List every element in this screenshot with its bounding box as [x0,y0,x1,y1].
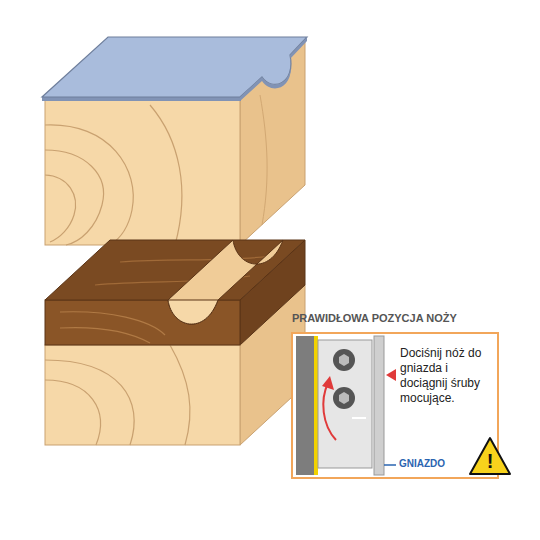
part-label: GNIAZDO [399,458,479,471]
instruction-text: Dociśnij nóż do gniazda i dociągnij śrub… [400,346,494,406]
warning-mark: ! [468,451,512,471]
callout-heading: PRAWIDŁOWA POZYCJA NOŻY [292,312,500,326]
warning-triangle: ! [468,436,512,476]
callout-box: PRAWIDŁOWA POZYCJA NOŻY Dociśnij nóż do g… [290,312,502,480]
